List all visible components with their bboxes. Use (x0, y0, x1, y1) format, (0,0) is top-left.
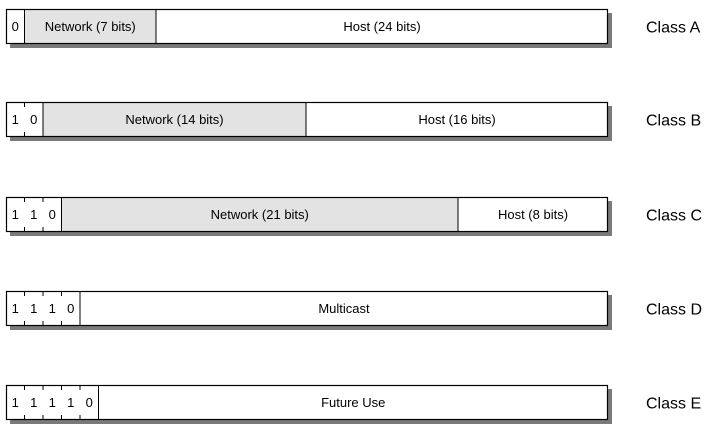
field-label: Host (16 bits) (418, 112, 495, 127)
prefix-bit: 1 (12, 207, 19, 222)
row-box (6, 385, 608, 420)
prefix-bit: 1 (12, 112, 19, 127)
field-label: Future Use (321, 395, 385, 410)
field-label: Multicast (318, 301, 370, 316)
network-field-label: Network (21 bits) (211, 207, 309, 222)
field-label: Host (24 bits) (343, 19, 420, 34)
prefix-bit: 0 (30, 112, 37, 127)
class-label: Class C (646, 208, 702, 225)
prefix-bit: 0 (67, 301, 74, 316)
field-label: Host (8 bits) (498, 207, 568, 222)
network-field (24, 9, 156, 44)
network-field (43, 102, 306, 137)
row-outline (5, 384, 609, 421)
prefix-bit: 1 (30, 395, 37, 410)
row-outline (5, 196, 609, 233)
row-outline (5, 8, 609, 45)
prefix-bit: 1 (49, 301, 56, 316)
class-label: Class B (646, 113, 701, 130)
network-field-label: Network (7 bits) (45, 19, 136, 34)
row-outline (5, 290, 609, 327)
row-box (6, 291, 608, 326)
prefix-bit: 1 (12, 301, 19, 316)
class-label: Class A (646, 20, 701, 37)
network-field (61, 197, 458, 232)
class-label: Class D (646, 302, 702, 319)
prefix-bit: 1 (30, 301, 37, 316)
class-label: Class E (646, 396, 701, 413)
network-field-label: Network (14 bits) (125, 112, 223, 127)
prefix-bit: 1 (12, 395, 19, 410)
prefix-bit: 1 (67, 395, 74, 410)
prefix-bit: 1 (49, 395, 56, 410)
prefix-bit: 0 (12, 19, 19, 34)
prefix-bit: 1 (30, 207, 37, 222)
row-outline (5, 101, 609, 138)
prefix-bit: 0 (86, 395, 93, 410)
prefix-bit: 0 (49, 207, 56, 222)
